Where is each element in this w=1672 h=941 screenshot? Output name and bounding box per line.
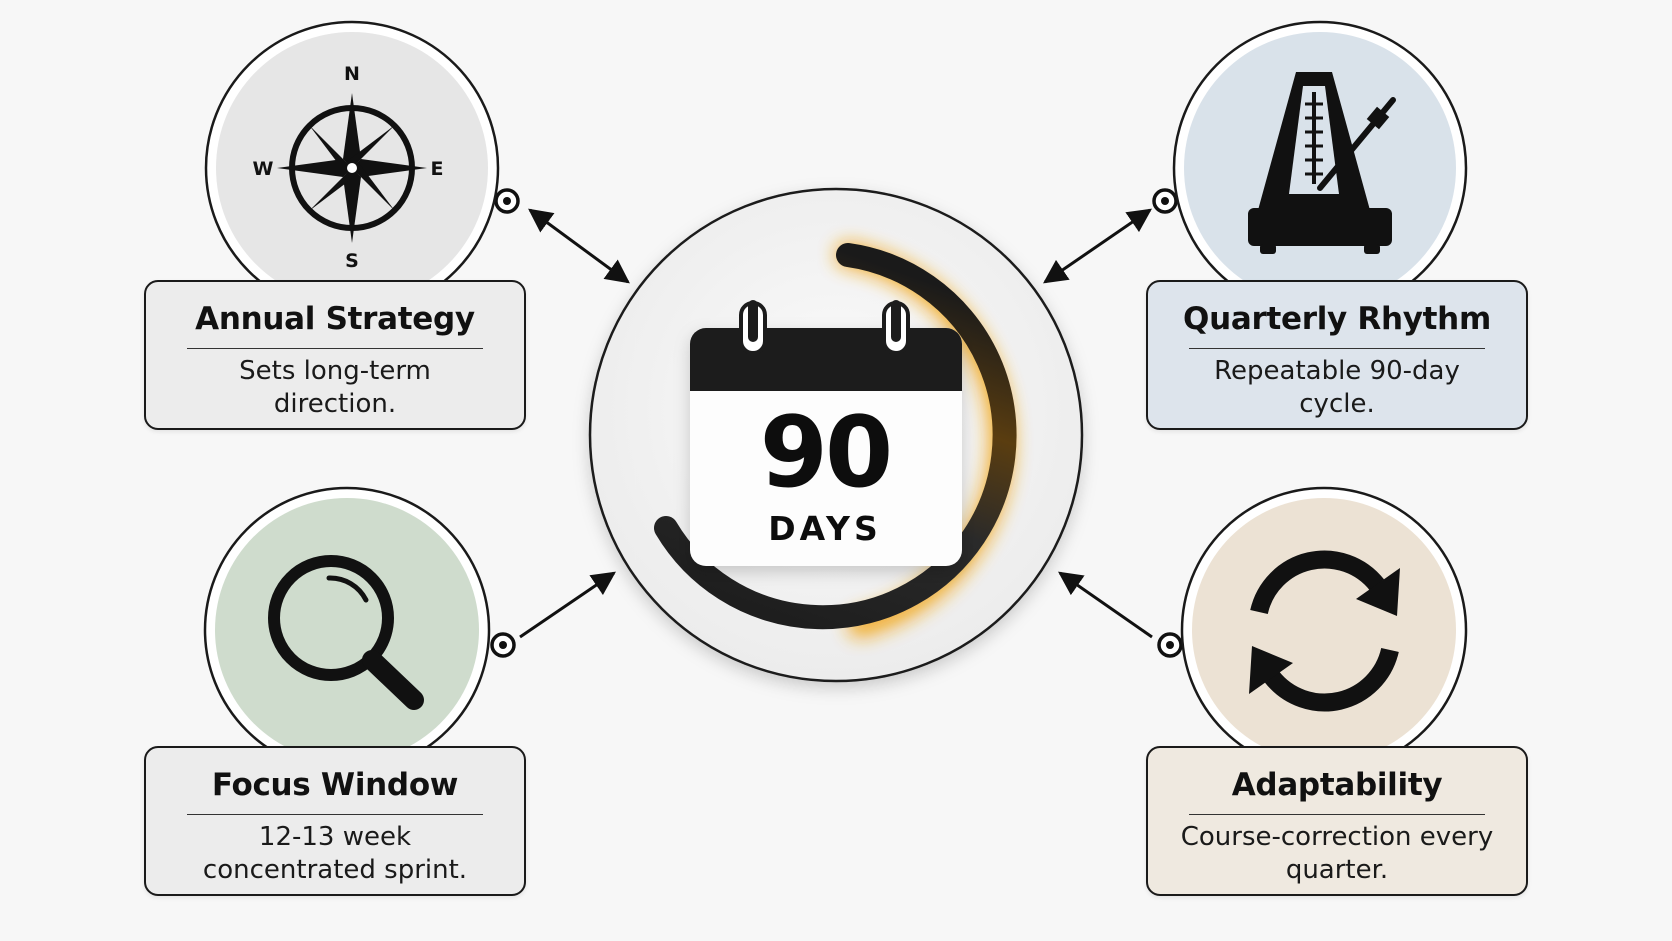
card-divider [1189,348,1485,349]
connectors [490,188,1183,658]
card-quarterly-rhythm: Quarterly Rhythm Repeatable 90-day cycle… [1146,280,1528,430]
card-title: Adaptability [1231,767,1443,803]
compass-e: E [431,158,444,180]
compass-w: W [253,158,274,180]
card-divider [187,348,483,349]
calendar-day-unit: DAYS [768,509,882,548]
card-title: Annual Strategy [195,301,475,337]
connector-focus [490,571,616,658]
connector-annual [494,188,630,284]
card-description: Sets long-term direction. [239,356,431,419]
compass-n: N [344,63,360,85]
card-title: Focus Window [211,767,459,803]
calendar-rings [739,300,910,355]
annual-badge: N S W E [204,20,500,316]
card-annual-strategy: Annual Strategy Sets long-term direction… [144,280,526,430]
compass-icon [277,93,427,243]
card-divider [187,814,483,815]
connector-quarterly [1043,188,1178,284]
adapt-badge [1180,486,1468,774]
card-description: Repeatable 90-day cycle. [1214,356,1460,419]
magnifier-icon [268,555,424,710]
card-title: Quarterly Rhythm [1183,301,1491,337]
card-focus-window: Focus Window 12-13 week concentrated spr… [144,746,526,896]
calendar-day-count: 90 [759,396,893,510]
progress-arc [654,243,1017,630]
compass-s: S [345,250,359,272]
connector-adapt [1058,571,1183,658]
center-hub [588,187,1084,683]
card-description: Course-correction every quarter. [1180,822,1494,885]
focus-badge [203,486,491,774]
card-description: 12-13 week concentrated sprint. [202,822,468,885]
card-adaptability: Adaptability Course-correction every qua… [1146,746,1528,896]
quarterly-badge [1172,20,1468,316]
card-divider [1189,814,1485,815]
metronome-icon [1248,72,1396,254]
refresh-icon [1249,550,1400,712]
